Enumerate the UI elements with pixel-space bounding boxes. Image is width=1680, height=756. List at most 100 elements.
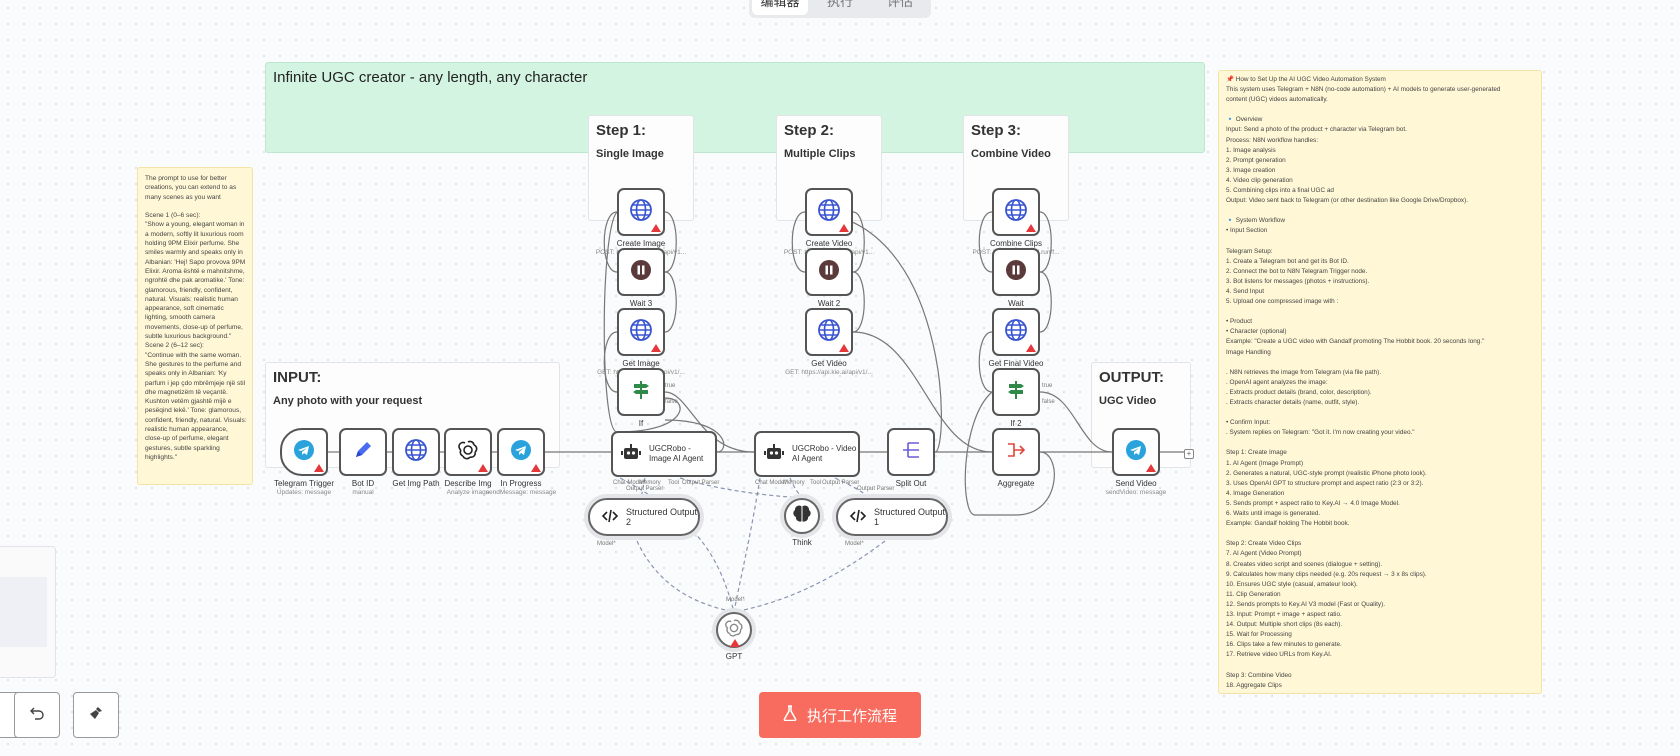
help-note-line: Step 2: Create Video Clips	[1226, 540, 1302, 548]
node-image-agent[interactable]: UGCRobo - Image AI Agent	[611, 431, 717, 477]
step2-note[interactable]: Step 2: Multiple Clips	[776, 115, 882, 221]
help-note-line: . System replies on Telegram: "Got it. I…	[1226, 429, 1415, 437]
tidy-up-button[interactable]	[73, 692, 119, 738]
help-note-line: . N8N retrieves the image from Telegram …	[1226, 368, 1382, 376]
robot-icon	[621, 443, 641, 466]
node-combine-clips[interactable]	[992, 188, 1040, 236]
help-note-line: Step 3: Combine Video	[1226, 671, 1292, 679]
port-label: Chat Model*	[613, 480, 647, 486]
pause-icon	[818, 259, 840, 286]
node-video-agent[interactable]: UGCRobo - Video AI Agent	[754, 431, 860, 477]
globe-icon	[817, 318, 841, 347]
port-label: Output Parser	[626, 486, 664, 492]
help-note-line: 16. Clips take a few minutes to generate…	[1226, 641, 1342, 649]
output-note[interactable]: OUTPUT: UGC Video	[1091, 362, 1191, 468]
node-wait2[interactable]	[805, 248, 853, 296]
help-note-line: Input: Send a photo of the product + cha…	[1226, 126, 1407, 134]
node-get-final-video[interactable]	[992, 308, 1040, 356]
help-note-line: 7. AI Agent (Video Prompt)	[1226, 550, 1302, 558]
port-label: Output Parser	[682, 480, 720, 486]
run-workflow-button[interactable]: 执行工作流程	[759, 692, 921, 738]
node-split-out[interactable]	[887, 428, 935, 476]
node-if2[interactable]	[992, 368, 1040, 416]
output-subtitle: UGC Video	[1099, 395, 1157, 407]
tab-evaluations[interactable]: 评估	[886, 0, 913, 9]
run-workflow-label: 执行工作流程	[806, 707, 897, 725]
help-note-line: 12. Sends prompts to Key.AI V3 model (Fa…	[1226, 600, 1386, 608]
node-label: Combine Clips	[989, 239, 1043, 248]
help-note[interactable]: 📌 How to Set Up the AI UGC Video Automat…	[1218, 70, 1542, 694]
help-note-line: content (UGC) videos automatically.	[1226, 96, 1328, 104]
node-send-video[interactable]	[1112, 428, 1160, 476]
node-get-image[interactable]	[617, 308, 665, 356]
node-label: GPT	[725, 652, 743, 661]
node-aggregate[interactable]	[992, 428, 1040, 476]
undo-button[interactable]	[14, 692, 60, 738]
node-structured2[interactable]: Structured Output 2	[588, 498, 700, 536]
robot-icon	[764, 443, 784, 466]
warning-icon	[651, 344, 661, 352]
tab-executions[interactable]: 执行	[826, 0, 853, 9]
node-gpt[interactable]	[716, 612, 752, 648]
node-create-video[interactable]	[805, 188, 853, 236]
warning-icon	[651, 224, 661, 232]
node-telegram-trigger[interactable]	[280, 428, 328, 476]
help-note-line: Step 1: Create Image	[1226, 449, 1287, 457]
help-note-line: . Extracts product details (brand, color…	[1226, 388, 1372, 396]
node-structured1[interactable]: Structured Output 1	[836, 498, 948, 536]
node-label: If 2	[1010, 419, 1022, 428]
help-note-line: 1. Image analysis	[1226, 146, 1276, 154]
port-label: Chat Model*	[755, 480, 789, 486]
node-wait[interactable]	[992, 248, 1040, 296]
node-label: Wait 3	[629, 299, 653, 308]
node-subtitle: manual	[352, 489, 374, 496]
help-note-line: 3. Uses OpenAI GPT to structure prompt a…	[1226, 479, 1424, 487]
warning-icon	[1026, 344, 1036, 352]
step3-title: Step 3:	[971, 122, 1022, 139]
node-get-img-path[interactable]	[392, 428, 440, 476]
port-label: false	[1042, 399, 1055, 405]
help-note-line: 4. Video clip generation	[1226, 176, 1293, 184]
telegram-icon	[510, 439, 532, 466]
node-label: Wait 2	[817, 299, 841, 308]
help-note-line: 4. Image Generation	[1226, 489, 1285, 497]
add-node-button[interactable]: +	[1184, 449, 1194, 459]
help-note-line: Output: Video sent back to Telegram (or …	[1226, 197, 1469, 205]
pause-icon	[630, 259, 652, 286]
help-note-line: • Character (optional)	[1226, 328, 1287, 336]
if-icon	[1005, 379, 1027, 406]
node-wait3[interactable]	[617, 248, 665, 296]
code-icon	[849, 509, 867, 525]
output-title: OUTPUT:	[1099, 369, 1164, 386]
structured-output-label: Structured Output 2	[626, 507, 698, 527]
node-get-video[interactable]	[805, 308, 853, 356]
port-label: Tool	[810, 480, 822, 486]
globe-icon	[817, 198, 841, 227]
help-note-line: 17. Retrieve video URLs from Key.AI.	[1226, 651, 1332, 659]
node-label: Bot ID	[351, 479, 375, 488]
port-label: Tool	[668, 480, 680, 486]
node-describe-img[interactable]	[444, 428, 492, 476]
help-note-line: 3. Image creation	[1226, 166, 1276, 174]
port-label: Output Parser	[857, 486, 895, 492]
node-label: Get Video	[811, 359, 847, 368]
globe-icon	[1004, 318, 1028, 347]
node-in-progress[interactable]	[497, 428, 545, 476]
node-subtitle: Updates: message	[276, 489, 332, 496]
prompt-note[interactable]: The prompt to use for better creations, …	[137, 167, 253, 485]
help-note-line: • Product	[1226, 318, 1253, 326]
help-note-line: 2. Generates a natural, UGC-style prompt…	[1226, 469, 1427, 477]
node-if1[interactable]	[617, 368, 665, 416]
node-think[interactable]	[784, 498, 820, 534]
warning-icon	[1146, 464, 1156, 472]
step1-title: Step 1:	[596, 122, 647, 139]
tab-editor[interactable]: 编辑器	[752, 0, 808, 15]
node-create-image[interactable]	[617, 188, 665, 236]
node-bot-id[interactable]	[339, 428, 387, 476]
port-label: Output Parser	[822, 480, 860, 486]
warning-icon	[314, 464, 324, 472]
help-note-line: 4. Send Input	[1226, 287, 1265, 295]
globe-icon	[629, 198, 653, 227]
port-label: Model*	[597, 541, 616, 547]
